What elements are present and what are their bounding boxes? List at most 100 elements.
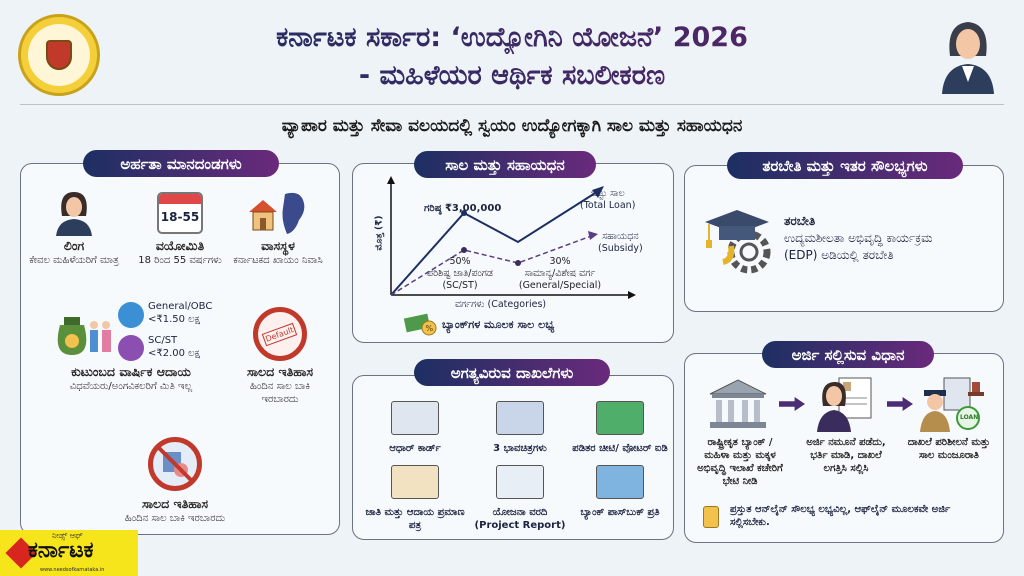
document-item: 3 ಭಾವಚಿತ್ರಗಳು: [470, 398, 570, 455]
woman-icon: [52, 190, 96, 236]
apply-step-3: ದಾಖಲೆ ಪರಿಶೀಲನೆ ಮತ್ತು ಸಾಲ ಮಂಜೂರಾತಿ: [907, 437, 991, 461]
document-label: ಪಡಿತರ ಚೀಟಿ/ ವೋಟರ್ ಐಡಿ: [572, 443, 668, 454]
apply-step-1: ರಾಷ್ಟ್ರೀಕೃತ ಬ್ಯಾಂಕ್ / ಮಹಿಳಾ ಮತ್ತು ಮಕ್ಕಳ …: [697, 437, 783, 487]
subsidy-label: ಸಹಾಯಧನ(Subsidy): [598, 231, 643, 255]
document-item: ಪಡಿತರ ಚೀಟಿ/ ವೋಟರ್ ಐಡಿ: [570, 398, 670, 455]
training-desc-2: (EDP) ಅಡಿಯಲ್ಲಿ ತರಬೇತಿ: [784, 248, 894, 262]
income-scst: SC/ST <₹2.00 ಲಕ್ಷ: [148, 334, 200, 360]
age-badge: 18-55: [160, 210, 200, 224]
scst-pct: 50%: [449, 256, 471, 267]
scst-label: SC/ST: [148, 335, 178, 346]
general-person-icon: [118, 302, 144, 328]
income-criterion: ಕುಟುಂಬದ ವಾರ್ಷಿಕ ಆದಾಯ ವಿಧವೆಯರು/ಅಂಗವಿಕಲರಿಗೆ…: [26, 364, 236, 393]
money-percent-icon: %: [403, 312, 437, 336]
total-loan-arrow: [592, 186, 604, 198]
logo-main-text: ಕರ್ನಾಟಕ: [28, 538, 94, 563]
id-card-icon: [365, 398, 465, 438]
total-loan-en: (Total Loan): [580, 200, 636, 211]
income-desc: ವಿಧವೆಯರು/ಅಂಗವಿಕಲರಿಗೆ ಮಿತಿ ಇಲ್ಲ: [69, 381, 193, 392]
document-label: 3 ಭಾವಚಿತ್ರಗಳು: [493, 443, 547, 454]
photos-icon: [470, 398, 570, 438]
age-criterion: ವಯೋಮಿತಿ18 ರಿಂದ 55 ವರ್ಷಗಳು: [130, 238, 230, 267]
svg-text:%: %: [426, 324, 434, 333]
woman-avatar-icon: [936, 16, 1000, 94]
page-title-line1: ಕರ್ನಾಟಕ ಸರ್ಕಾರ: ‘ಉದ್ಯೋಗಿನಿ ಯೋಜನೆ’ 2026: [120, 22, 904, 54]
applicant-form-icon: [815, 376, 875, 432]
general-limit: <₹1.50 ಲಕ್ಷ: [148, 314, 201, 325]
apply-heading: ಅರ್ಜಿ ಸಲ್ಲಿಸುವ ವಿಧಾನ: [762, 341, 934, 368]
document-item: ಯೋಜನಾ ವರದಿ (Project Report): [470, 462, 570, 532]
gen-category-en: (General/Special): [518, 280, 602, 291]
subsidy-point-scst: [461, 247, 467, 253]
history-desc: ಹಿಂದಿನ ಸಾಲ ಬಾಕಿ ಇರಬಾರದು: [124, 513, 226, 524]
note-document-icon: [703, 506, 719, 528]
page-title-line2: - ಮಹಿಳೆಯರ ಆರ್ಥಿಕ ಸಬಲೀಕರಣ: [120, 60, 904, 92]
document-item: ಬ್ಯಾಂಕ್ ಪಾಸ್‌ಬುಕ್ ಪ್ರತಿ: [570, 462, 670, 519]
training-title: ತರಬೇತಿ: [784, 214, 816, 228]
calendar-icon: 18-55: [157, 192, 203, 234]
y-axis-label: ಮೊತ್ತ (₹): [374, 215, 385, 251]
total-loan-kn: ಒಟ್ಟು ಸಾಲ: [590, 188, 625, 199]
x-axis-label: ವರ್ಗಗಳು (Categories): [455, 299, 547, 310]
residence-criterion: ವಾಸಸ್ಥಳ ಕರ್ನಾಟಕದ ಖಾಯಂ ನಿವಾಸಿ: [228, 238, 328, 267]
subsidy-line: [390, 234, 595, 296]
scst-limit: <₹2.00 ಲಕ್ಷ: [148, 348, 201, 359]
scst-category: ಪರಿಶಿಷ್ಟ ಜಾತಿ/ಪಂಗಡ: [427, 268, 493, 279]
age-desc: 18 ರಿಂದ 55 ವರ್ಷಗಳು: [138, 255, 222, 266]
subsidy-arrow: [588, 231, 598, 240]
scst-category-en: (SC/ST): [442, 280, 478, 291]
document-label: ಆಧಾರ್ ಕಾರ್ಡ್: [389, 443, 441, 454]
default-criterion: ಸಾಲದ ಇತಿಹಾಸ ಹಿಂದಿನ ಸಾಲ ಬಾಕಿ ಇರಬಾರದು: [232, 364, 328, 406]
loan-panel: [352, 163, 674, 343]
document-label: ಜಾತಿ ಮತ್ತು ಆದಾಯ ಪ್ರಮಾಣ ಪತ್ರ: [365, 507, 465, 531]
default-title: ಸಾಲದ ಇತಿಹಾಸ: [246, 364, 314, 379]
training-heading: ತರಬೇತಿ ಮತ್ತು ಇತರ ಸೌಲಭ್ಯಗಳು: [727, 152, 963, 179]
history-criterion: ಸಾಲದ ಇತಿಹಾಸ ಹಿಂದಿನ ಸಾಲ ಬಾಕಿ ಇರಬಾರದು: [105, 496, 245, 525]
document-item: ಜಾತಿ ಮತ್ತು ಆದಾಯ ಪ್ರಮಾಣ ಪತ್ರ: [365, 462, 465, 532]
general-subsidy-label: 30%ಸಾಮಾನ್ಯ/ವಿಶೇಷ ವರ್ಗ(General/Special): [510, 256, 610, 292]
documents-heading: ಅಗತ್ಯವಿರುವ ದಾಖಲೆಗಳು: [414, 359, 610, 386]
training-desc-1: ಉದ್ಯಮಶೀಲತಾ ಅಭಿವೃದ್ಧಿ ಕಾರ್ಯಕ್ರಮ: [784, 231, 933, 245]
needs-of-karnataka-logo: ನೀಡ್ಸ್ ಆಫ್ ಕರ್ನಾಟಕ www.needsofkarnataka.…: [0, 530, 138, 576]
total-loan-line: [390, 189, 601, 296]
gender-desc: ಕೇವಲ ಮಹಿಳೆಯರಿಗೆ ಮಾತ್ರ: [29, 255, 119, 266]
karnataka-emblem: [18, 14, 100, 96]
graduation-gear-icon: [703, 206, 773, 274]
total-loan-point: [461, 210, 467, 216]
total-loan-label: ಒಟ್ಟು ಸಾಲ(Total Loan): [580, 188, 635, 212]
default-desc: ಹಿಂದಿನ ಸಾಲ ಬಾಕಿ ಇರಬಾರದು: [249, 381, 311, 405]
max-loan-label: ಗರಿಷ್ಠ ₹3,00,000: [424, 203, 502, 214]
logo-top-text: ನೀಡ್ಸ್ ಆಫ್: [52, 531, 83, 540]
general-label: General/OBC: [148, 301, 213, 312]
apply-step-2: ಅರ್ಜಿ ನಮೂನೆ ಪಡೆದು, ಭರ್ತಿ ಮಾಡಿ, ದಾಖಲೆ ಲಗತ…: [806, 437, 886, 474]
document-label: ಯೋಜನಾ ವರದಿ (Project Report): [474, 507, 566, 531]
no-loan-history-icon: [148, 437, 202, 491]
loan-subsidy-chart: [387, 176, 636, 299]
document-item: ಆಧಾರ್ ಕಾರ್ಡ್: [365, 398, 465, 455]
default-stamp: Default: [262, 322, 298, 346]
scst-person-icon: [118, 335, 144, 361]
loan-stamp: LOAN: [960, 414, 979, 421]
residence-desc: ಕರ್ನಾಟಕದ ಖಾಯಂ ನಿವಾಸಿ: [233, 255, 323, 266]
emblem-shield-icon: [46, 40, 72, 70]
income-title: ಕುಟುಂಬದ ವಾರ್ಷಿಕ ಆದಾಯ: [71, 364, 191, 379]
house-karnataka-map-icon: [247, 190, 309, 236]
residence-title: ವಾಸಸ್ಥಳ: [261, 238, 295, 253]
header-divider: [20, 104, 1004, 105]
page-subtitle: ವ್ಯಾಪಾರ ಮತ್ತು ಸೇವಾ ವಲಯದಲ್ಲಿ ಸ್ವಯಂ ಉದ್ಯೋಗ…: [281, 116, 743, 136]
gen-category: ಸಾಮಾನ್ಯ/ವಿಶೇಷ ವರ್ಗ: [524, 268, 596, 279]
income-general: General/OBC <₹1.50 ಲಕ್ಷ: [148, 300, 212, 326]
loan-heading: ಸಾಲ ಮತ್ತು ಸಹಾಯಧನ: [414, 151, 596, 178]
bank-loan-note: ಬ್ಯಾಂಕ್‌ಗಳ ಮೂಲಕ ಸಾಲ ಲಭ್ಯ: [442, 318, 555, 331]
voter-card-icon: [570, 398, 670, 438]
training-info: ತರಬೇತಿ ಉದ್ಯಮಶೀಲತಾ ಅಭಿವೃದ್ಧಿ ಕಾರ್ಯಕ್ರಮ (E…: [784, 213, 933, 264]
money-bag-family-icon: [52, 305, 114, 357]
eligibility-heading: ಅರ್ಹತಾ ಮಾನದಂಡಗಳು: [83, 150, 279, 177]
history-title: ಸಾಲದ ಇತಿಹಾಸ: [141, 496, 209, 511]
document-label: ಬ್ಯಾಂಕ್ ಪಾಸ್‌ಬುಕ್ ಪ್ರತಿ: [580, 507, 660, 518]
certificate-icon: [365, 462, 465, 502]
subsidy-en: (Subsidy): [598, 243, 643, 254]
passbook-icon: [570, 462, 670, 502]
gen-pct: 30%: [549, 256, 571, 267]
